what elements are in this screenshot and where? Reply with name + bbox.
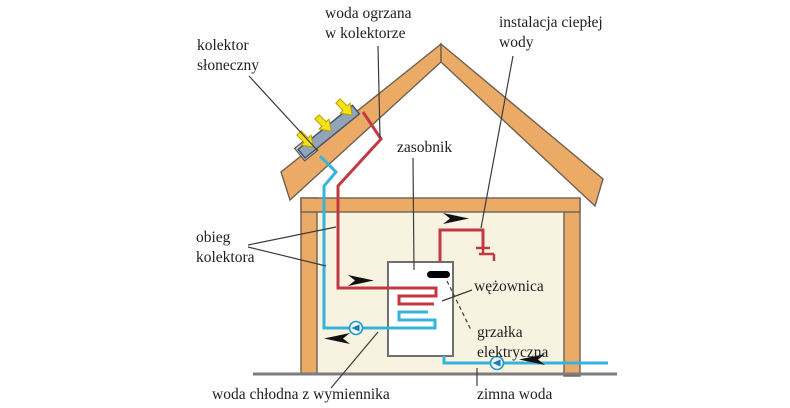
label-tank: zasobnik bbox=[397, 139, 453, 156]
sun-ray-arrow-icon bbox=[335, 98, 353, 116]
leader-heated-water bbox=[377, 45, 381, 139]
leader-circuit-hot bbox=[247, 226, 337, 246]
pump-right bbox=[489, 355, 505, 371]
electric-heater-bar bbox=[427, 271, 450, 278]
cold-return-pipe bbox=[318, 154, 437, 330]
label-cold-water: zimna woda bbox=[477, 386, 553, 403]
leader-electric-heater bbox=[446, 280, 472, 331]
right-wall bbox=[563, 198, 581, 377]
hot-pipe-collector-run bbox=[336, 111, 438, 306]
flow-arrow-icon bbox=[443, 213, 469, 224]
cold-water-supply-pipe bbox=[442, 356, 608, 365]
ceiling-beam bbox=[300, 197, 581, 213]
leader-cold-from-exchanger bbox=[330, 331, 379, 389]
leader-coil bbox=[441, 289, 473, 302]
flow-arrow-icon bbox=[519, 354, 545, 365]
leader-circuit-cold bbox=[247, 246, 327, 267]
label-solar-collector: kolektor słoneczny bbox=[197, 37, 259, 74]
leader-hot-water-installation bbox=[480, 55, 514, 229]
label-heated-water: woda ogrzana w kolektorze bbox=[325, 5, 412, 42]
label-cold-water-from-exchanger: woda chłodna z wymiennika bbox=[212, 386, 390, 403]
flow-arrow-icon bbox=[324, 333, 350, 344]
sun-rays bbox=[296, 98, 353, 148]
faucet-icon bbox=[476, 246, 496, 261]
leader-collector bbox=[248, 75, 318, 151]
label-electric-heater: grzałka elektryczna bbox=[477, 324, 549, 361]
label-coil: wężownica bbox=[474, 278, 544, 295]
flow-arrow-icon bbox=[348, 275, 374, 286]
pump-impeller bbox=[351, 324, 360, 332]
leader-lines bbox=[247, 45, 514, 389]
roof-right-beam bbox=[440, 42, 604, 208]
hot-water-outlet-pipe bbox=[438, 228, 485, 262]
label-hot-water-installation: instalacja ciepłej wody bbox=[499, 14, 603, 51]
sun-ray-arrow-icon bbox=[296, 130, 314, 148]
pump-left bbox=[348, 320, 364, 336]
pump-impeller bbox=[492, 359, 501, 367]
leader-tank bbox=[412, 157, 415, 271]
left-wall bbox=[300, 197, 318, 375]
roof-left-beam bbox=[280, 42, 442, 202]
sun-ray-arrow-icon bbox=[314, 114, 332, 132]
label-collector-circuit: obieg kolektora bbox=[196, 229, 255, 266]
